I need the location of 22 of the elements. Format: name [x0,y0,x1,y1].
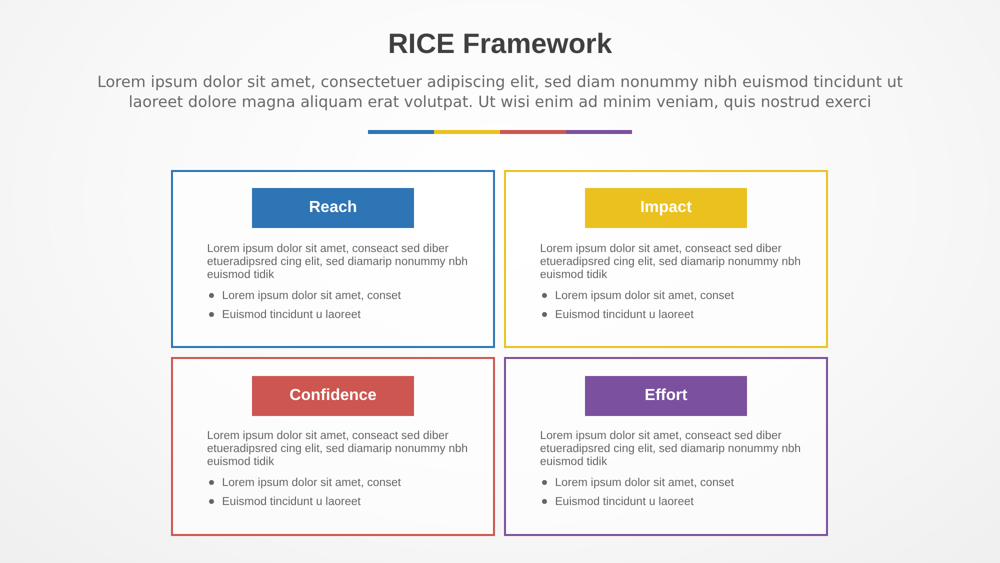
heading-banner: Effort [585,376,747,416]
bullet-text: Euismod tincidunt u laoreet [555,495,694,509]
bullet-text: Lorem ipsum dolor sit amet, conset [555,289,734,303]
bullet-text: Lorem ipsum dolor sit amet, conset [222,476,401,490]
bullet-text: Lorem ipsum dolor sit amet, conset [222,289,401,303]
heading-banner: Confidence [252,376,414,416]
heading-banner: Impact [585,188,747,228]
body-text: Lorem ipsum dolor sit amet, conseact sed diber etueradipsred cing elit, sed diamarip nonummy nbh euismod tidik [540,243,802,282]
body-text: Lorem ipsum dolor sit amet, conseact sed diber etueradipsred cing elit, sed diamarip nonummy nbh euismod tidik [540,430,802,469]
bullet-text: Euismod tincidunt u laoreet [222,308,361,322]
body-text: Lorem ipsum dolor sit amet, conseact sed diber etueradipsred cing elit, sed diamarip nonummy nbh euismod tidik [207,243,469,282]
info-card [171,357,495,536]
bullet-text: Euismod tincidunt u laoreet [222,495,361,509]
title: RICE Framework [388,28,612,60]
info-card [504,170,828,348]
bullet-text: Euismod tincidunt u laoreet [555,308,694,322]
subtitle-text: Lorem ipsum dolor sit amet, consectetuer adipiscing elit, sed diam nonummy nibh euismod tincidunt ut laoreet dolore magna aliquam erat volutpat. Ut wisi enim ad minim veniam, quis nostrud exerci [96,72,904,112]
info-card [171,170,495,348]
heading-banner: Reach [252,188,414,228]
bullet-text: Lorem ipsum dolor sit amet, conset [555,476,734,490]
info-card [504,357,828,536]
body-text: Lorem ipsum dolor sit amet, conseact sed diber etueradipsred cing elit, sed diamarip nonummy nbh euismod tidik [207,430,469,469]
